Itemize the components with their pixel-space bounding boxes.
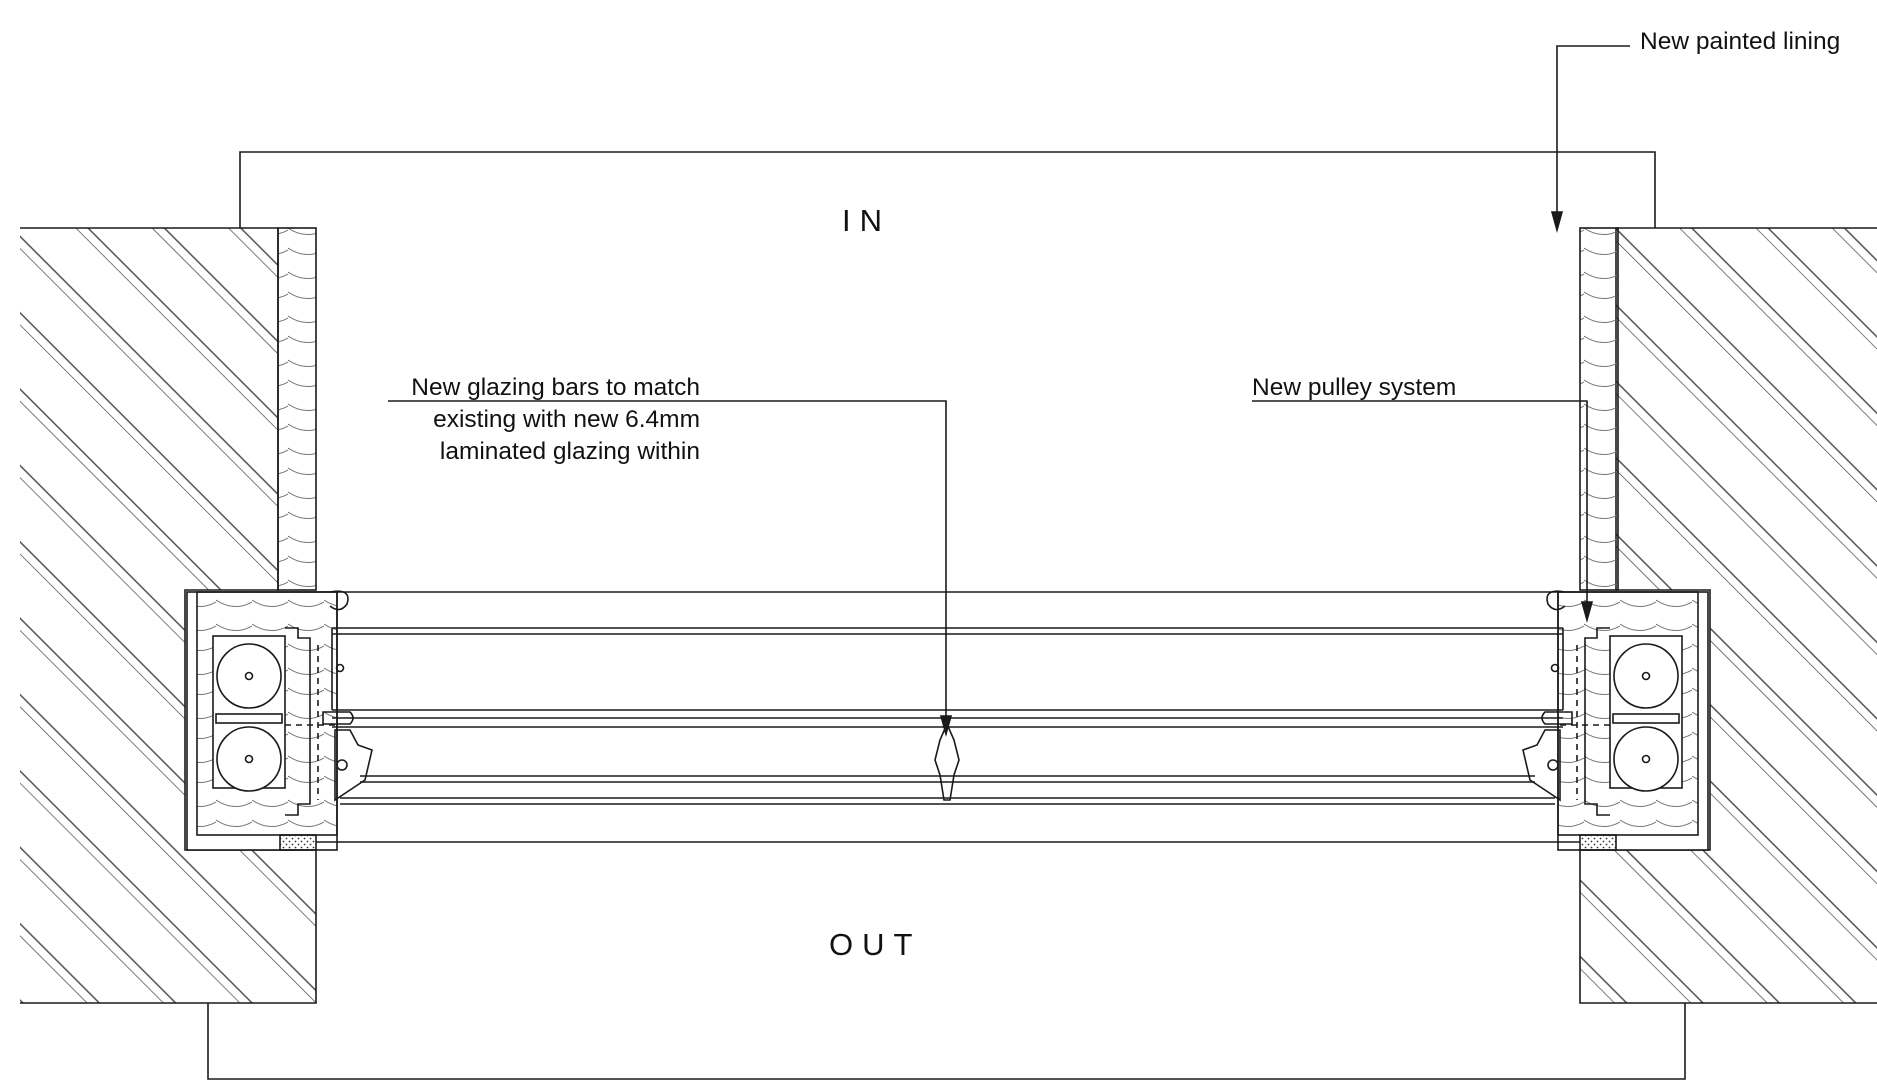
leader-pulley [1252, 400, 1588, 602]
right-sealant [1579, 834, 1617, 851]
right-lining [1579, 227, 1619, 591]
leader-lining [1556, 45, 1630, 214]
label-glazing-line1: New glazing bars to match [411, 374, 700, 401]
inside-room-outline [239, 151, 1656, 228]
right-pulley-upper [1613, 643, 1679, 709]
right-box-frame [1546, 590, 1709, 851]
arrowhead-glazing [939, 715, 953, 737]
outside-room-outline [207, 1003, 1686, 1080]
leader-glazing [388, 400, 947, 722]
left-pulley-lower [216, 726, 282, 792]
arrowhead-lining [1550, 211, 1564, 233]
label-new-pulley-system: New pulley system [1252, 374, 1457, 401]
left-pulley-upper [216, 643, 282, 709]
label-room-out: OUT [829, 927, 922, 962]
label-new-painted-lining: New painted lining [1640, 28, 1841, 55]
glazing-bar [934, 722, 960, 801]
label-glazing-line2: existing with new 6.4mm [433, 406, 700, 433]
label-room-in: IN [842, 203, 891, 238]
label-glazing-line3: laminated glazing within [439, 438, 700, 465]
arrowhead-pulley [1580, 601, 1594, 623]
left-lining [277, 227, 317, 591]
left-box-frame [186, 590, 349, 851]
right-pulley-lower [1613, 726, 1679, 792]
left-sealant [279, 834, 317, 851]
